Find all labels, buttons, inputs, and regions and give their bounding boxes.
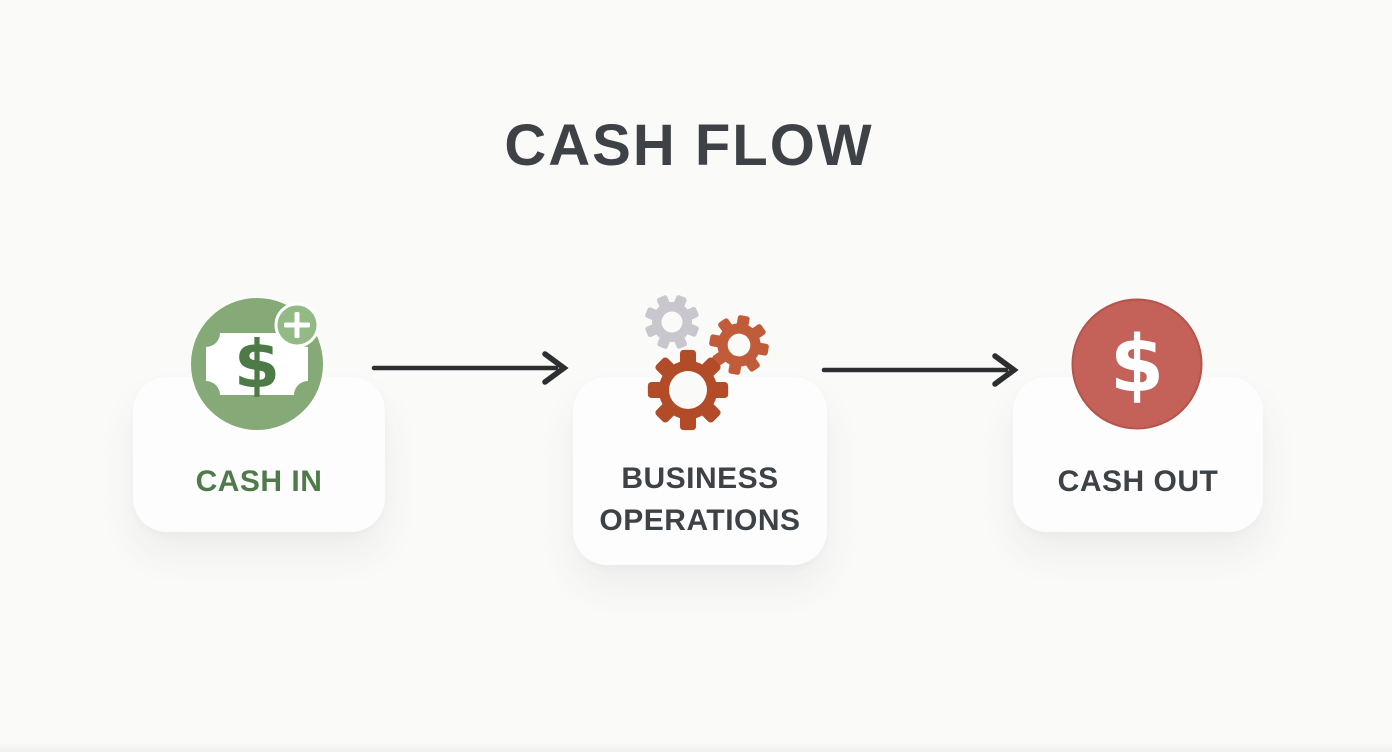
plus-icon (284, 312, 310, 338)
flow-arrow-1 (371, 351, 569, 385)
cash-in-label: CASH IN (195, 465, 323, 498)
dollar-circle-icon: $ (1071, 298, 1203, 430)
business-operations-label: BUSINESS OPERATIONS (599, 462, 801, 537)
gear-orange (704, 310, 772, 380)
gear-gray (636, 286, 708, 358)
dollar-glyph-in: $ (234, 326, 280, 403)
cash-out-circle (1071, 298, 1203, 430)
gears-icon (636, 286, 772, 431)
dollar-glyph-out: $ (1110, 320, 1164, 410)
bottom-edge-shadow (0, 743, 1392, 752)
plus-badge (274, 302, 320, 348)
cash-out-label: CASH OUT (1057, 465, 1219, 498)
flow-arrow-2 (821, 353, 1019, 387)
money-plus-icon: $ (191, 298, 323, 430)
gear-rust (647, 349, 729, 431)
diagram-title: CASH FLOW (504, 113, 874, 178)
